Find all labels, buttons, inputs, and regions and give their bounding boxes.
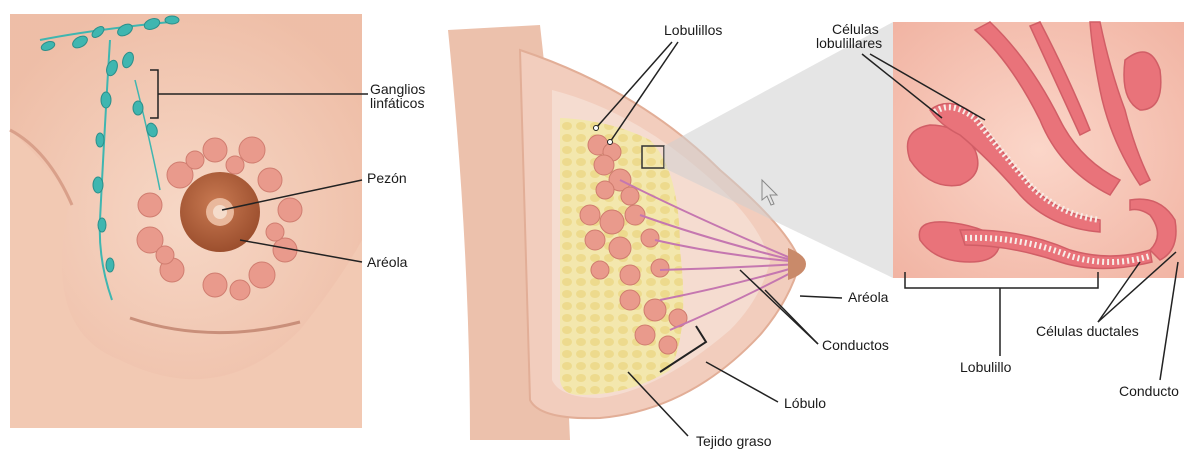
lobulo-leader bbox=[706, 362, 778, 402]
nipple bbox=[213, 205, 227, 219]
label-conductos: Conductos bbox=[822, 337, 889, 353]
side-nipple bbox=[788, 248, 806, 280]
lobulillo-bracket bbox=[905, 272, 1098, 356]
label-celulas-ductales: Células ductales bbox=[1036, 323, 1139, 339]
label-lobulo: Lóbulo bbox=[784, 395, 826, 411]
label-conducto: Conducto bbox=[1119, 383, 1179, 399]
conducto-leader bbox=[1160, 262, 1178, 380]
label-pezon: Pezón bbox=[367, 170, 407, 186]
label-lobulillo: Lobulillo bbox=[960, 359, 1012, 375]
areola-side-leader bbox=[800, 296, 842, 298]
label-ganglios-line2: linfáticos bbox=[370, 95, 424, 111]
label-tejido-graso: Tejido graso bbox=[696, 433, 772, 449]
label-lobulillos: Lobulillos bbox=[664, 22, 722, 38]
side-view-panel bbox=[448, 22, 893, 440]
label-areola-front: Aréola bbox=[367, 254, 408, 270]
front-view-panel bbox=[10, 14, 368, 428]
label-areola-side: Aréola bbox=[848, 289, 889, 305]
label-celulas-lob-line2: lobulillares bbox=[816, 35, 882, 51]
